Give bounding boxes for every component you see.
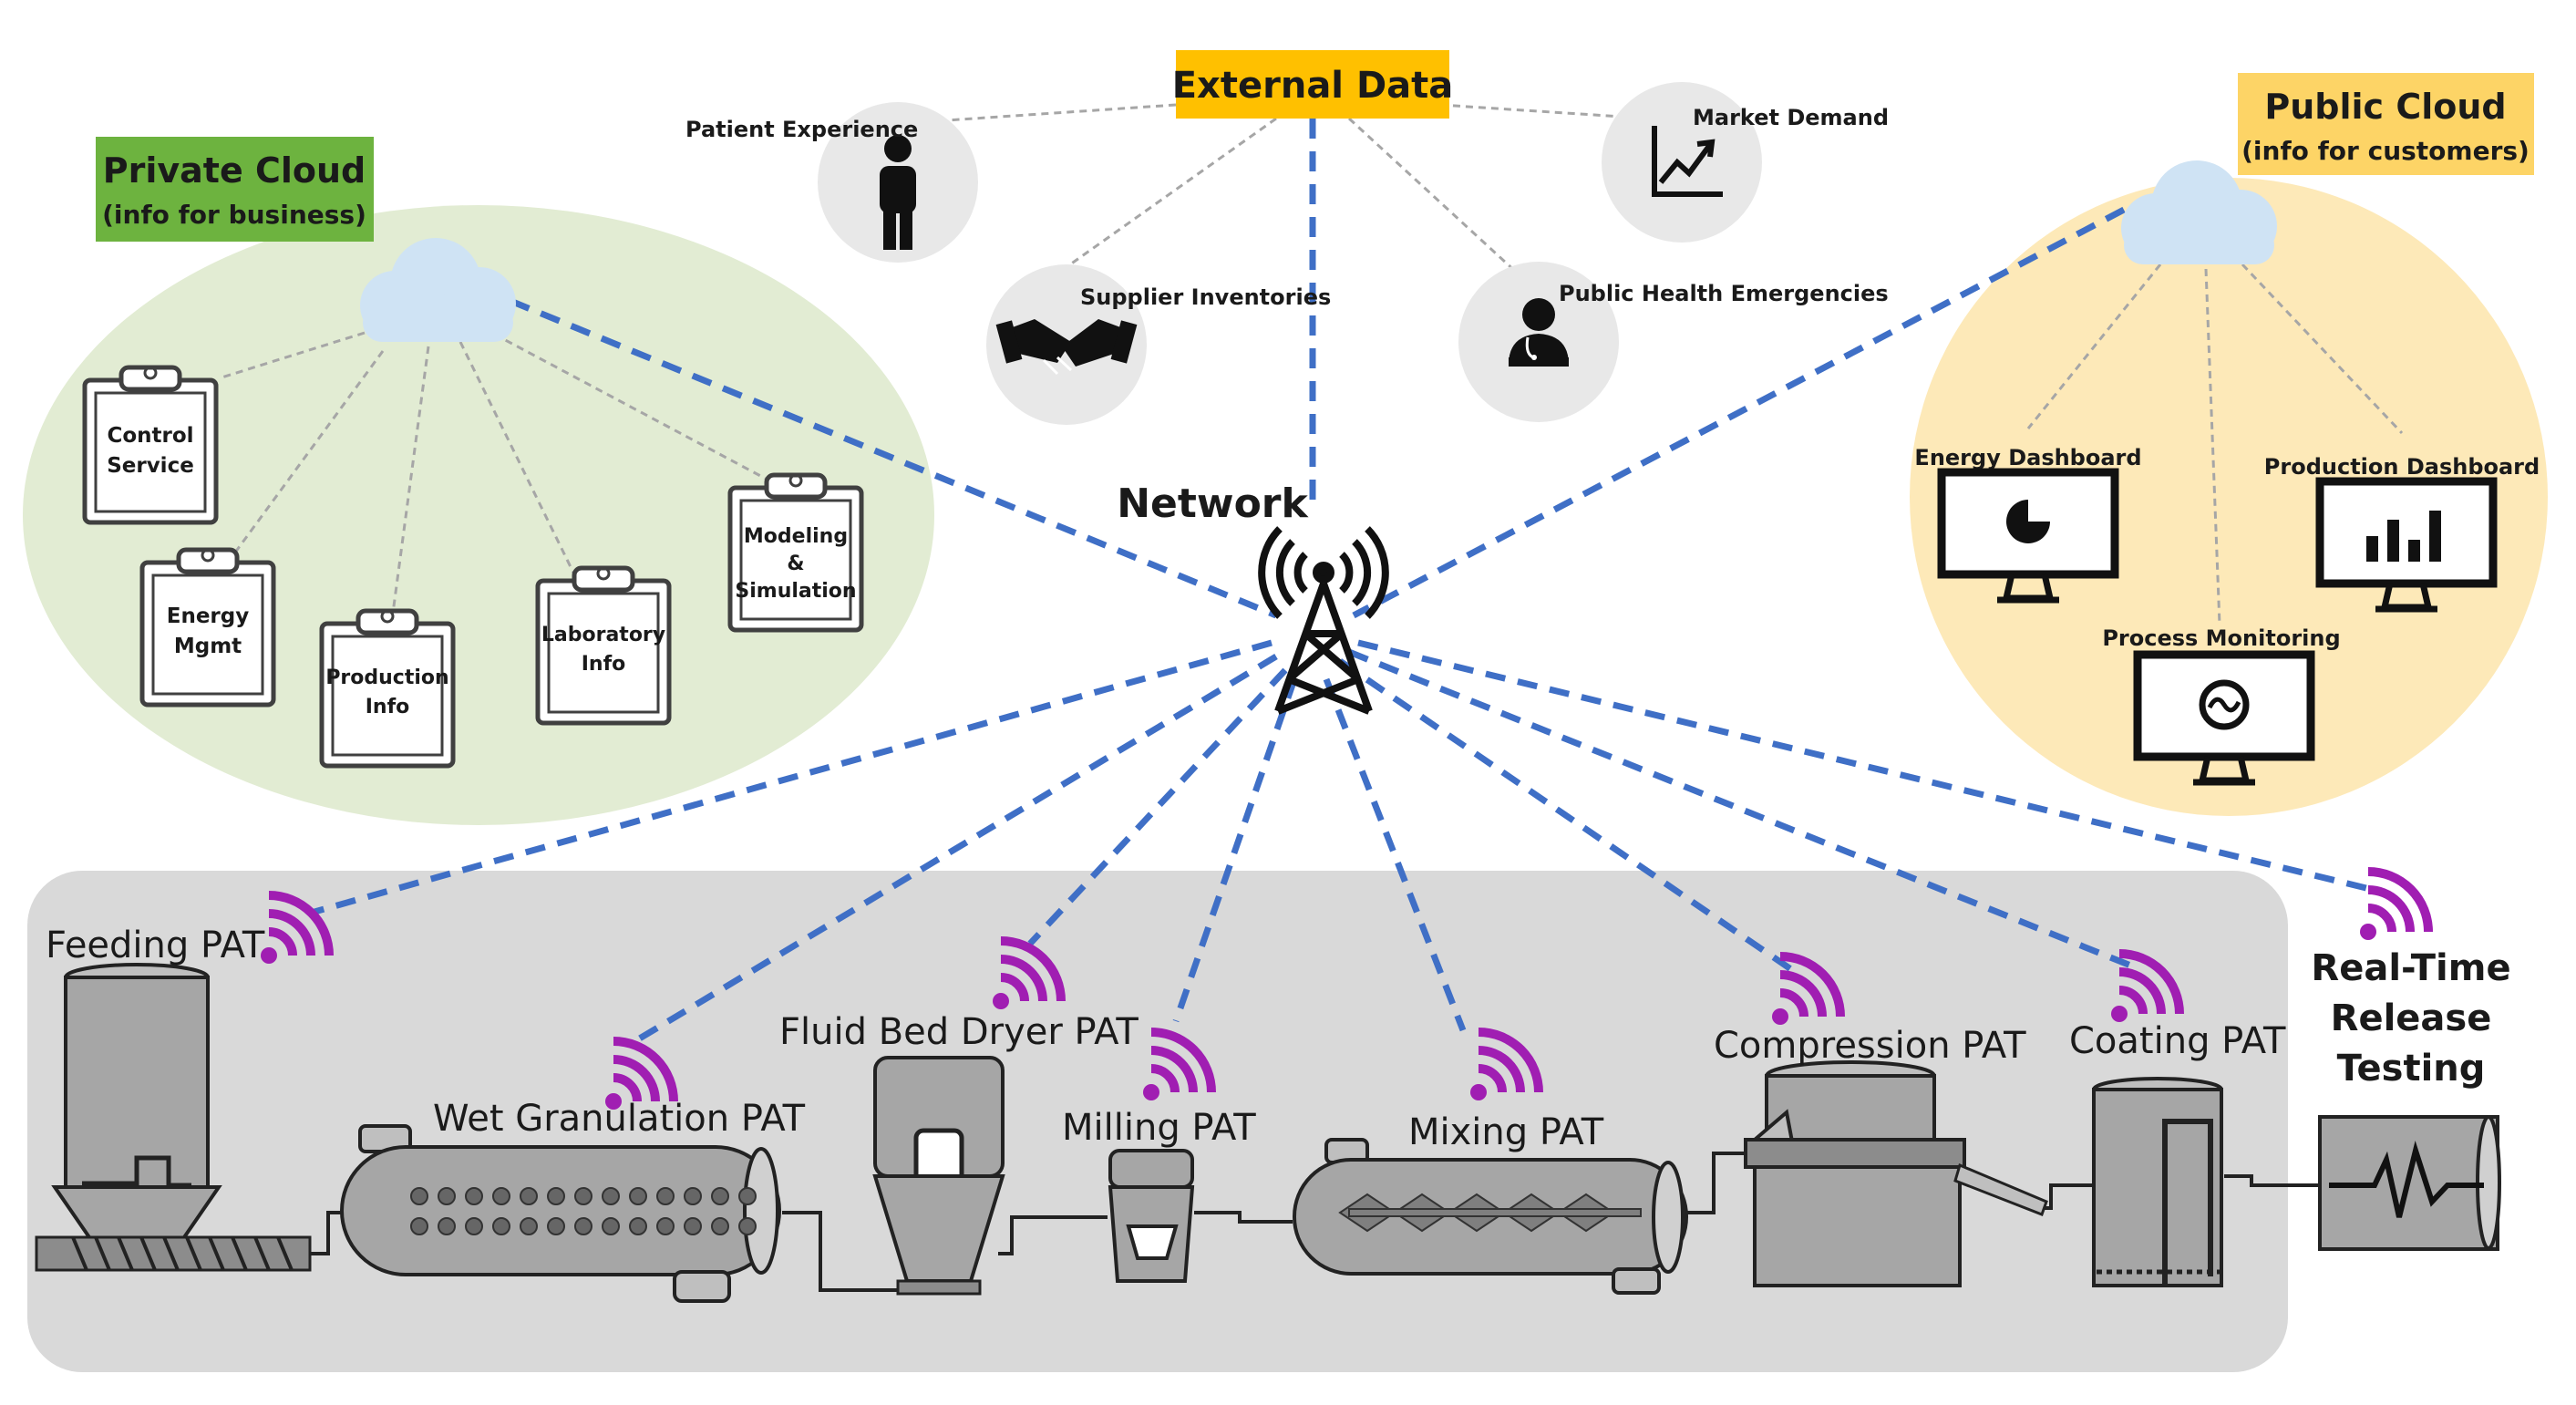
- doctor-icon: [1509, 298, 1569, 367]
- network-node: Network: [1117, 480, 1389, 715]
- rtrt-equipment: [2318, 1115, 2501, 1251]
- public-health-emergencies-node: Public Health Emergencies: [1458, 262, 1889, 422]
- coating-pat-label: Coating PAT: [2069, 1020, 2286, 1062]
- public-cloud-links: [2026, 263, 2404, 625]
- wet-granulation-equipment: [340, 1124, 781, 1303]
- compression-equipment: [1744, 1060, 2048, 1287]
- svg-text:Energy: Energy: [167, 604, 249, 628]
- process-monitoring-label: Process Monitoring: [2102, 625, 2340, 651]
- clipboard-energy-mgmt: Energy Mgmt: [142, 550, 273, 705]
- wet-granulation-pat-label: Wet Granulation PAT: [433, 1098, 806, 1140]
- wifi-icon-rtrt: [2360, 872, 2428, 940]
- private-cloud-label-box: Private Cloud (info for business): [96, 137, 374, 242]
- svg-text:Real-Time: Real-Time: [2311, 947, 2510, 989]
- svg-text:Simulation: Simulation: [735, 580, 856, 603]
- clipboard-laboratory-info: Laboratory Info: [538, 568, 669, 723]
- bar-chart-icon: [2366, 511, 2441, 562]
- process-monitoring-dashboard: Process Monitoring: [2102, 625, 2341, 782]
- svg-text:Info: Info: [582, 653, 626, 676]
- fluid-bed-dryer-equipment: [872, 1056, 1005, 1296]
- production-dashboard: Production Dashboard: [2264, 454, 2540, 609]
- svg-text:Info: Info: [366, 696, 410, 718]
- clipboard-modeling-simulation: Modeling & Simulation: [730, 475, 861, 630]
- fluid-bed-dryer-pat-label: Fluid Bed Dryer PAT: [779, 1011, 1139, 1053]
- pie-chart-icon: [2006, 492, 2057, 543]
- public-health-emergencies-label: Public Health Emergencies: [1559, 281, 1889, 306]
- compression-pat-label: Compression PAT: [1714, 1025, 2026, 1067]
- public-cloud-icon: [2121, 160, 2277, 264]
- monitoring-icon: [2199, 679, 2250, 730]
- supplier-inventories-label: Supplier Inventories: [1080, 284, 1331, 310]
- milling-equipment: [1108, 1149, 1195, 1283]
- mixing-pat-label: Mixing PAT: [1408, 1111, 1604, 1153]
- svg-text:Testing: Testing: [2337, 1048, 2486, 1090]
- external-data-node: External Data: [1172, 50, 1454, 119]
- private-cloud-title: Private Cloud: [103, 150, 366, 191]
- coating-equipment: [2092, 1077, 2223, 1287]
- svg-text:&: &: [787, 553, 804, 575]
- market-demand-node: Market Demand: [1602, 82, 1889, 243]
- handshake-icon: [995, 319, 1138, 376]
- process-pipes: [310, 1152, 2320, 1292]
- public-cloud-title: Public Cloud: [2264, 87, 2506, 127]
- clipboard-production-info: Production Info: [322, 611, 453, 766]
- private-cloud-links: [218, 326, 767, 621]
- patient-experience-label: Patient Experience: [685, 117, 918, 142]
- svg-text:Mgmt: Mgmt: [174, 635, 242, 658]
- svg-text:Modeling: Modeling: [744, 525, 848, 548]
- svg-text:Control: Control: [107, 424, 193, 448]
- network-label: Network: [1117, 480, 1309, 527]
- tower-icon: [1258, 526, 1389, 715]
- market-demand-label: Market Demand: [1693, 105, 1889, 130]
- energy-dashboard: Energy Dashboard: [1914, 445, 2142, 600]
- chart-icon: [1652, 126, 1723, 197]
- mixing-equipment: [1293, 1138, 1688, 1295]
- svg-text:Service: Service: [107, 454, 194, 478]
- svg-text:Laboratory: Laboratory: [541, 624, 665, 646]
- public-cloud-subtitle: (info for customers): [2241, 136, 2530, 166]
- feeding-pat-label: Feeding PAT: [46, 925, 265, 966]
- feeding-equipment: [35, 963, 312, 1272]
- network-links: [314, 119, 2371, 1043]
- clipboard-control-service: Control Service: [85, 367, 216, 522]
- person-icon: [880, 135, 916, 250]
- public-cloud-label-box: Public Cloud (info for customers): [2238, 73, 2534, 175]
- private-cloud-subtitle: (info for business): [102, 200, 366, 230]
- production-dashboard-label: Production Dashboard: [2264, 454, 2540, 480]
- patient-experience-node: Patient Experience: [685, 102, 978, 263]
- svg-text:Release: Release: [2331, 997, 2492, 1039]
- external-data-title: External Data: [1172, 65, 1454, 107]
- svg-text:Production: Production: [325, 666, 448, 689]
- milling-pat-label: Milling PAT: [1062, 1107, 1256, 1149]
- public-cloud-region: [1910, 178, 2548, 816]
- energy-dashboard-label: Energy Dashboard: [1914, 445, 2141, 470]
- supplier-inventories-node: Supplier Inventories: [986, 264, 1331, 425]
- rtrt-label: Real-Time Release Testing: [2311, 947, 2510, 1090]
